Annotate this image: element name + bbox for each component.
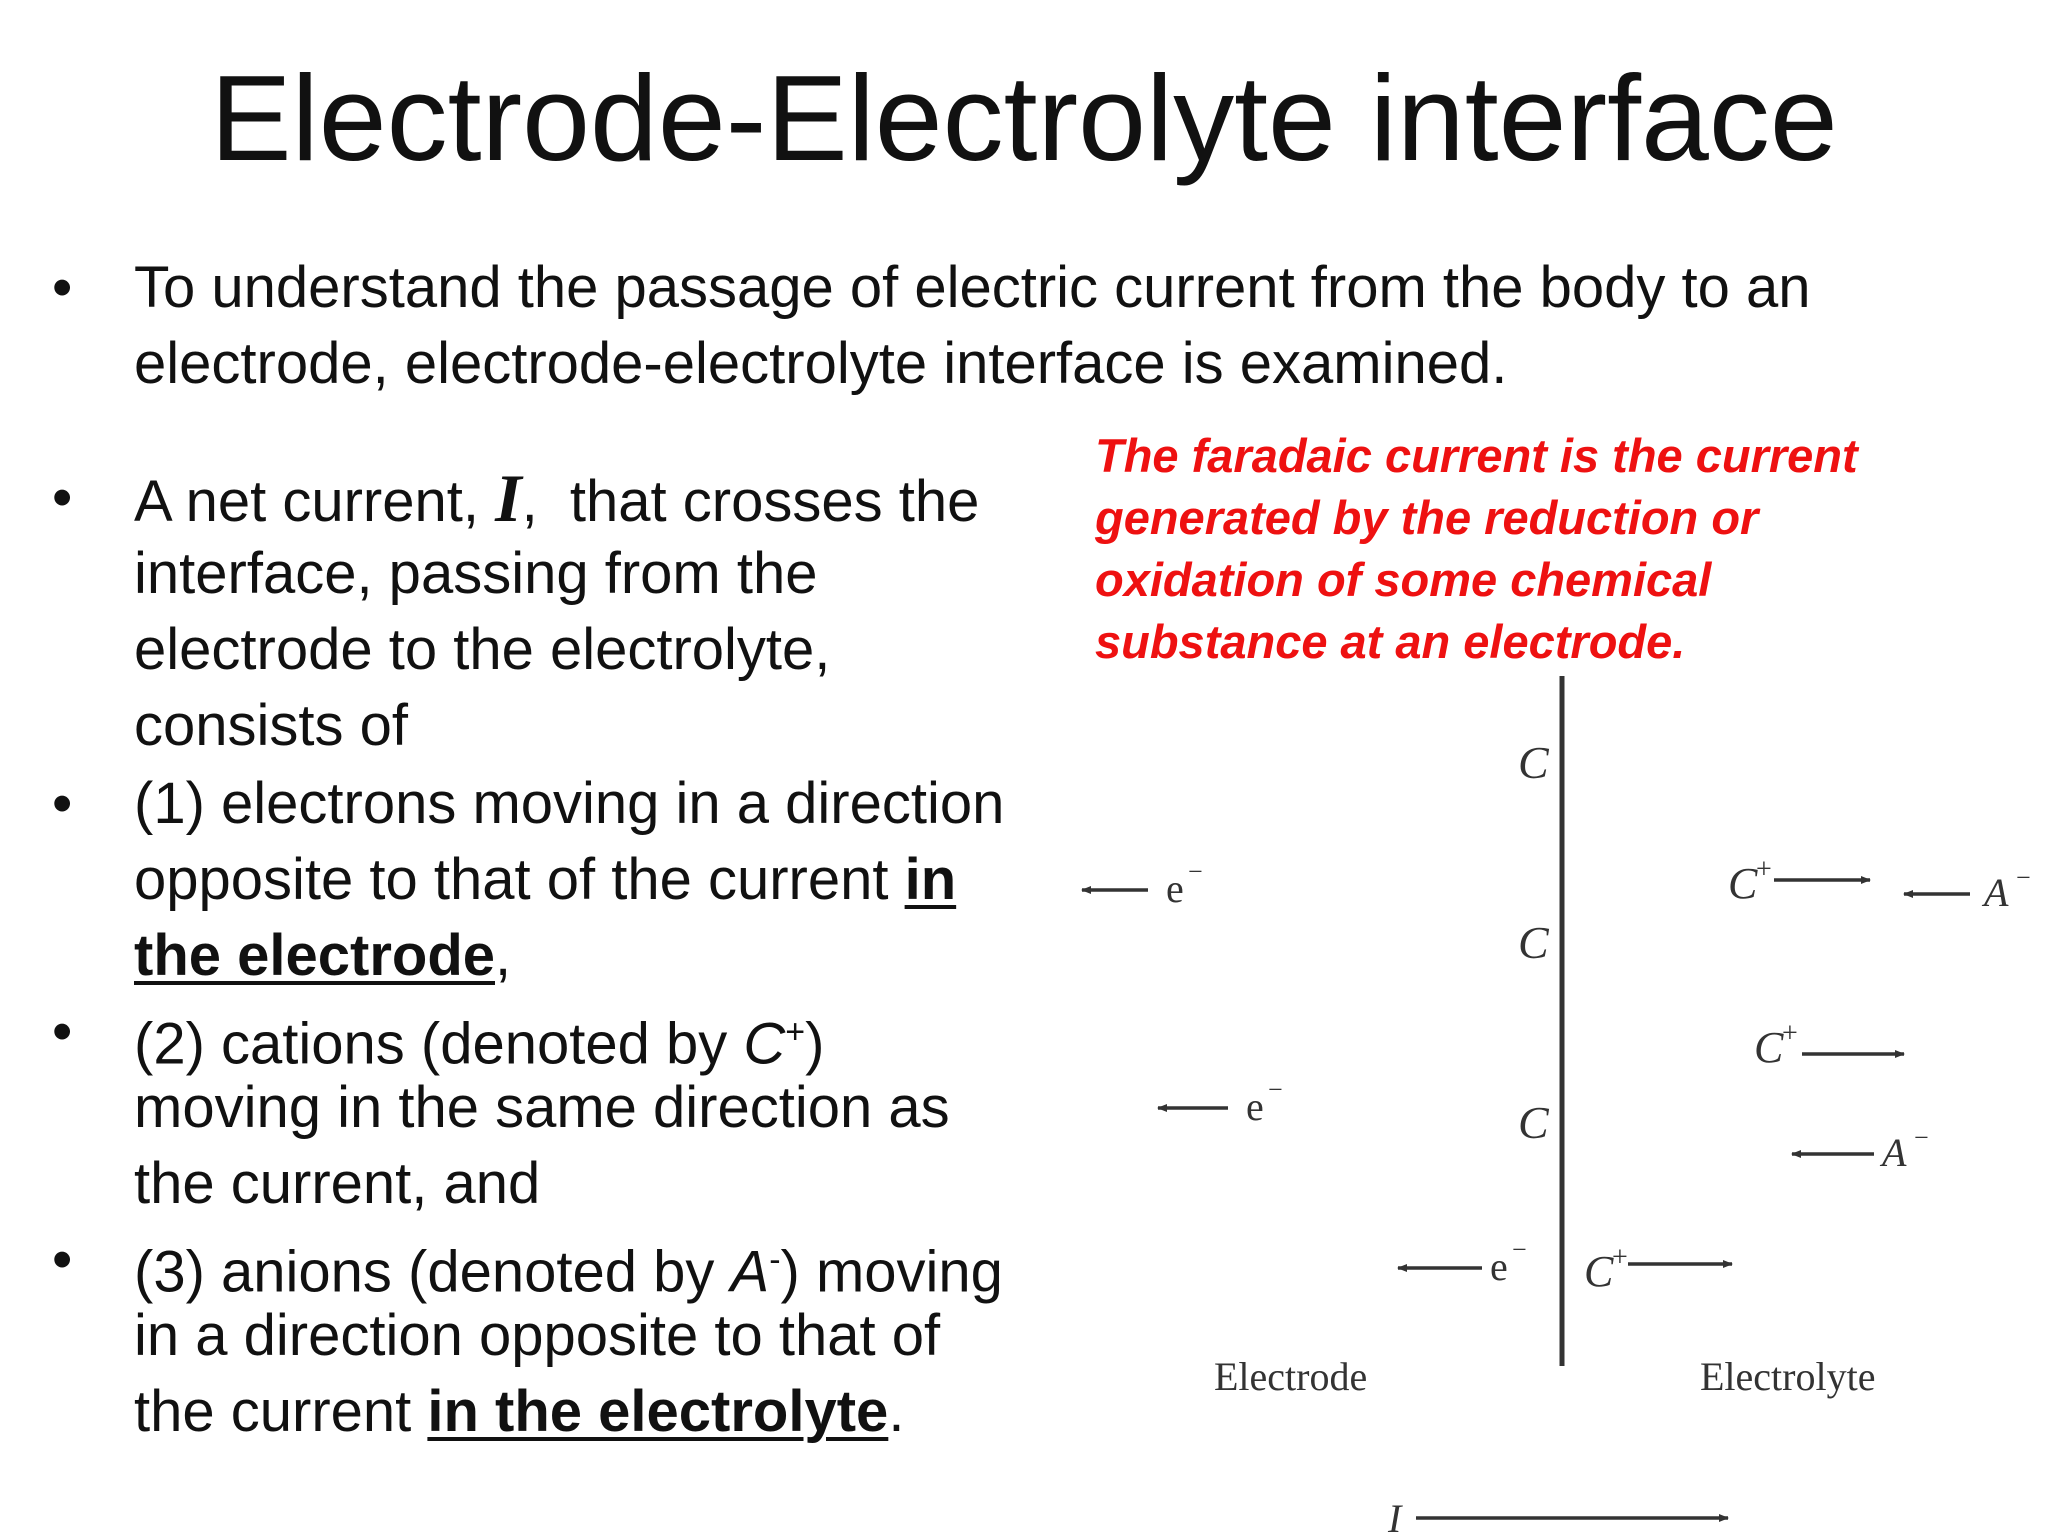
electron-sup: − [1512, 1235, 1527, 1264]
bullet-anions-line1: (3) anions (denoted by A-) moving [134, 1222, 1003, 1310]
bullet-net-current-line3: electrode to the electrolyte, [134, 617, 831, 682]
callout-line1: The faradaic current is the current [1095, 429, 1858, 482]
bullet-dot: • [52, 465, 73, 530]
net-current-suffix: , that crosses the [521, 469, 980, 534]
cation-symbol-sup: + [785, 1013, 806, 1051]
electrons-line2-prefix: opposite to that of the current [134, 847, 889, 912]
net-current-prefix: A net current, [134, 469, 479, 534]
electron-sup: − [1268, 1075, 1283, 1104]
electrode-atom-label: C [1518, 1097, 1550, 1148]
cation-sup: + [1612, 1242, 1628, 1273]
cation-sup: + [1782, 1018, 1798, 1049]
electrode-atom-label: C [1518, 917, 1550, 968]
current-symbol: I [495, 460, 522, 536]
anions-suffix: ) moving [780, 1239, 1003, 1305]
bullet-dot: • [52, 999, 73, 1064]
bullet-anions-line3: the current in the electrolyte. [134, 1374, 904, 1450]
electrons-emphasis-end: the electrode [134, 923, 495, 988]
cation-label: C [1584, 1247, 1614, 1296]
anion-label: A [1879, 1130, 1907, 1175]
cation-sup: + [1756, 854, 1772, 885]
bullet-electrons-line1: (1) electrons moving in a direction [134, 771, 1005, 836]
bullet-intro-line1: To understand the passage of electric cu… [134, 255, 1811, 320]
electrode-atom-label: C [1518, 737, 1550, 788]
bullet-dot: • [52, 1227, 73, 1292]
electrons-emphasis-start: in [904, 847, 957, 912]
bullet-cations-line1: (2) cations (denoted by C+) [134, 994, 824, 1082]
bullet-net-current-line2: interface, passing from the [134, 541, 818, 606]
electron-label: e [1166, 866, 1184, 911]
electrolyte-label: Electrolyte [1700, 1354, 1875, 1399]
bullet-cations-line3: the current, and [134, 1151, 541, 1216]
bullet-intro-line2: electrode, electrode-electrolyte interfa… [134, 331, 1508, 396]
slide-title: Electrode-Electrolyte interface [210, 50, 1838, 186]
anion-symbol: A [730, 1239, 770, 1305]
faradaic-callout: The faradaic current is the current gene… [1095, 425, 1858, 673]
cation-label: C [1754, 1023, 1784, 1072]
anion-sup: − [1914, 1123, 1929, 1152]
cations-suffix: ) [805, 1011, 825, 1077]
electrons-line3-suffix: , [495, 923, 512, 988]
anions-line3-suffix: . [888, 1379, 905, 1444]
anions-emphasis: in the electrolyte [427, 1379, 889, 1444]
anion-label: A [1981, 870, 2009, 915]
anions-line3-prefix: the current [134, 1379, 412, 1444]
bullet-electrons-line3: the electrode, [134, 918, 511, 994]
cation-label: C [1728, 859, 1758, 908]
current-label: I [1387, 1496, 1403, 1536]
cations-prefix: (2) cations (denoted by [134, 1011, 728, 1077]
anion-symbol-sup: - [769, 1241, 781, 1279]
bullet-dot: • [52, 255, 73, 320]
anions-prefix: (3) anions (denoted by [134, 1239, 715, 1305]
callout-line2: generated by the reduction or [1095, 491, 1759, 544]
bullet-electrons-line2: opposite to that of the current in [134, 842, 956, 918]
bullet-anions-line2: in a direction opposite to that of [134, 1303, 941, 1368]
callout-line3: oxidation of some chemical [1095, 553, 1712, 606]
electron-sup: − [1188, 857, 1203, 886]
bullet-dot: • [52, 771, 73, 836]
bullet-net-current-line1: A net current, I, that crosses the [134, 460, 979, 540]
bullet-net-current-line4: consists of [134, 693, 408, 758]
electron-label: e [1490, 1244, 1508, 1289]
cation-symbol: C [743, 1011, 786, 1077]
callout-line4: substance at an electrode. [1095, 615, 1686, 668]
interface-diagram: C C C e − e − e − C + C + C + A − A − El… [1081, 676, 2031, 1536]
bullet-cations-line2: moving in the same direction as [134, 1075, 950, 1140]
electron-label: e [1246, 1084, 1264, 1129]
anion-sup: − [2016, 863, 2031, 892]
electrode-label: Electrode [1214, 1354, 1367, 1399]
